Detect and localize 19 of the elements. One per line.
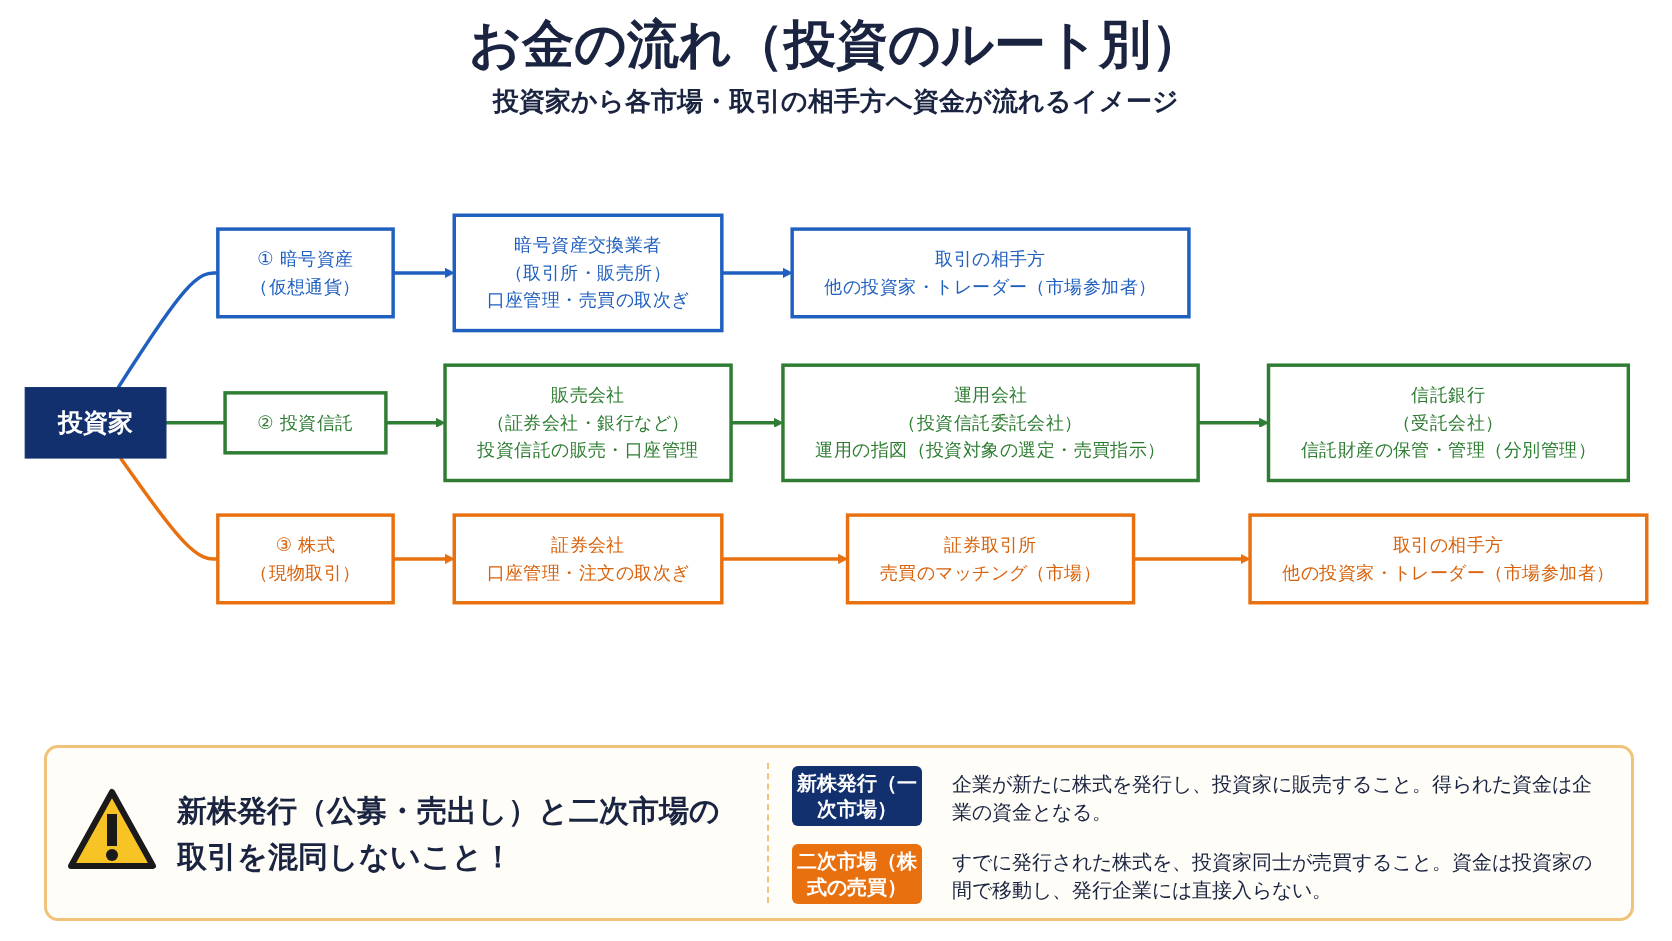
node-box: 運用会社 （投資信託委託会社） 運用の指図（投資対象の選定・売買指示） <box>781 363 1200 483</box>
legend-tag: 新株発行（一次市場） <box>792 766 922 826</box>
legend-tag: 二次市場（株式の売買） <box>792 844 922 904</box>
node-box: 取引の相手方 他の投資家・トレーダー（市場参加者） <box>1248 513 1649 605</box>
node-box: ① 暗号資産 （仮想通貨） <box>216 227 395 319</box>
warning-text: 新株発行（公募・売出し）と二次市場の取引を混同しないこと！ <box>177 792 721 876</box>
node-box: 証券取引所 売買のマッチング（市場） <box>845 513 1136 605</box>
node-box: 販売会社 （証券会社・銀行など） 投資信託の販売・口座管理 <box>443 363 733 483</box>
node-box: 証券会社 口座管理・注文の取次ぎ <box>452 513 724 605</box>
title: お金の流れ（投資のルート別） <box>468 13 1204 76</box>
description-text: 企業が新たに株式を発行し、投資家に販売すること。得られた資金は企業の資金となる。 <box>952 771 1593 826</box>
node-box: 投資家 <box>24 387 167 459</box>
node-box: 取引の相手方 他の投資家・トレーダー（市場参加者） <box>790 227 1191 319</box>
subtitle: 投資家から各市場・取引の相手方へ資金が流れるイメージ <box>491 85 1180 118</box>
description-text: すでに発行された株式を、投資家同士が売買すること。資金は投資家の間で移動し、発行企業には直接入らない。 <box>952 849 1593 904</box>
node-box: 暗号資産交換業者 （取引所・販売所） 口座管理・売買の取次ぎ <box>452 213 724 333</box>
node-box: ② 投資信託 <box>223 391 388 455</box>
node-box: ③ 株式 （現物取引） <box>216 513 395 605</box>
node-box: 信託銀行 （受託会社） 信託財産の保管・管理（分別管理） <box>1266 363 1631 483</box>
